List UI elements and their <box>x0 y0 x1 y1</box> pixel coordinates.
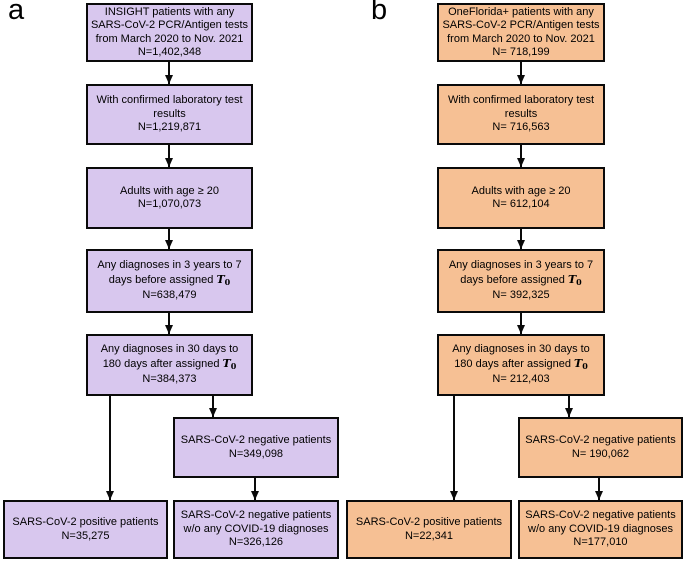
panel-a-label: a <box>8 0 25 26</box>
flow-arrow <box>516 229 525 249</box>
flow-arrow <box>516 313 525 334</box>
box-b-negative-wo-covid: SARS-CoV-2 negative patients w/o any COV… <box>518 500 683 559</box>
box-b-negative-text: SARS-CoV-2 negative patients N= 190,062 <box>525 434 676 460</box>
box-b-negative-wo-text: SARS-CoV-2 negative patients w/o any COV… <box>525 509 676 549</box>
line-prefix: 180 days after assigned <box>102 357 223 370</box>
box-b-positive-text: SARS-CoV-2 positive patients N=22,341 <box>355 516 503 542</box>
line-prefix: days before assigned <box>460 273 568 286</box>
flow-arrow-negative-branch <box>208 396 217 417</box>
math-t0-subscript: 0 <box>224 276 231 287</box>
panel-a: a INSIGHT patients with any SARS-CoV-2 P… <box>3 0 339 559</box>
box-a-adults-text: Adults with age ≥ 20 N=1,070,073 <box>120 184 219 211</box>
box-a-source-text: INSIGHT patients with any SARS-CoV-2 PCR… <box>90 5 249 59</box>
box-b-adults-text: Adults with age ≥ 20 N= 612,104 <box>471 184 571 211</box>
flow-arrow-positive-branch <box>449 396 458 500</box>
line: Any diagnoses in 30 days to <box>100 343 239 356</box>
box-a-confirmed-text: With confirmed laboratory test results N… <box>96 94 243 134</box>
flow-arrow <box>516 62 525 84</box>
box-a-positive-text: SARS-CoV-2 positive patients N=35,275 <box>12 516 159 542</box>
box-b-source-population: OneFlorida+ patients with any SARS-CoV-2… <box>437 3 605 62</box>
panel-b: b OneFlorida+ patients with any SARS-CoV… <box>343 0 685 563</box>
box-a-negative: SARS-CoV-2 negative patients N=349,098 <box>173 417 339 478</box>
line: Any diagnoses in 30 days to <box>452 343 590 356</box>
flow-arrow <box>164 62 173 84</box>
box-a-adults: Adults with age ≥ 20 N=1,070,073 <box>86 167 253 229</box>
flow-arrow-positive-branch <box>105 396 114 500</box>
box-a-negative-text: SARS-CoV-2 negative patients N=349,098 <box>180 434 332 460</box>
math-t0-symbol: T <box>567 272 577 286</box>
line: Any diagnoses in 3 years to 7 <box>448 259 594 272</box>
box-a-negative-wo-text: SARS-CoV-2 negative patients w/o any COV… <box>180 509 332 549</box>
box-b-negative: SARS-CoV-2 negative patients N= 190,062 <box>518 417 683 478</box>
line-count: N= 392,325 <box>492 289 550 302</box>
box-b-adults: Adults with age ≥ 20 N= 612,104 <box>437 167 605 229</box>
flow-arrow <box>516 145 525 167</box>
math-t0-symbol: T <box>574 356 583 370</box>
line: Any diagnoses in 3 years to 7 <box>97 259 242 272</box>
box-a-positive: SARS-CoV-2 positive patients N=35,275 <box>3 500 168 559</box>
line-count: N= 212,403 <box>492 373 550 386</box>
flow-arrow-negative-branch <box>564 396 573 417</box>
box-a-confirmed-lab: With confirmed laboratory test results N… <box>86 84 253 145</box>
line-count: N=384,373 <box>142 373 197 386</box>
box-b-confirmed-text: With confirmed laboratory test results N… <box>447 94 595 134</box>
flow-arrow <box>164 229 173 249</box>
panel-b-label: b <box>371 0 388 26</box>
math-t0-symbol: T <box>216 272 225 286</box>
box-b-source-text: OneFlorida+ patients with any SARS-CoV-2… <box>442 5 600 59</box>
math-t0-symbol: T <box>222 356 231 370</box>
math-t0-subscript: 0 <box>582 360 588 371</box>
flow-arrow <box>250 478 259 500</box>
flow-arrow <box>164 145 173 167</box>
box-b-confirmed-lab: With confirmed laboratory test results N… <box>437 84 605 145</box>
box-a-source-population: INSIGHT patients with any SARS-CoV-2 PCR… <box>86 3 253 62</box>
line-prefix: 180 days after assigned <box>454 357 575 370</box>
math-t0-subscript: 0 <box>230 360 237 371</box>
flow-arrow <box>594 478 603 500</box>
math-t0-subscript: 0 <box>576 276 582 287</box>
box-a-negative-wo-covid: SARS-CoV-2 negative patients w/o any COV… <box>173 500 339 559</box>
flow-arrow <box>164 313 173 334</box>
line-count: N=638,479 <box>142 289 197 302</box>
box-b-positive: SARS-CoV-2 positive patients N=22,341 <box>346 500 512 559</box>
line-prefix: days before assigned <box>108 273 217 286</box>
